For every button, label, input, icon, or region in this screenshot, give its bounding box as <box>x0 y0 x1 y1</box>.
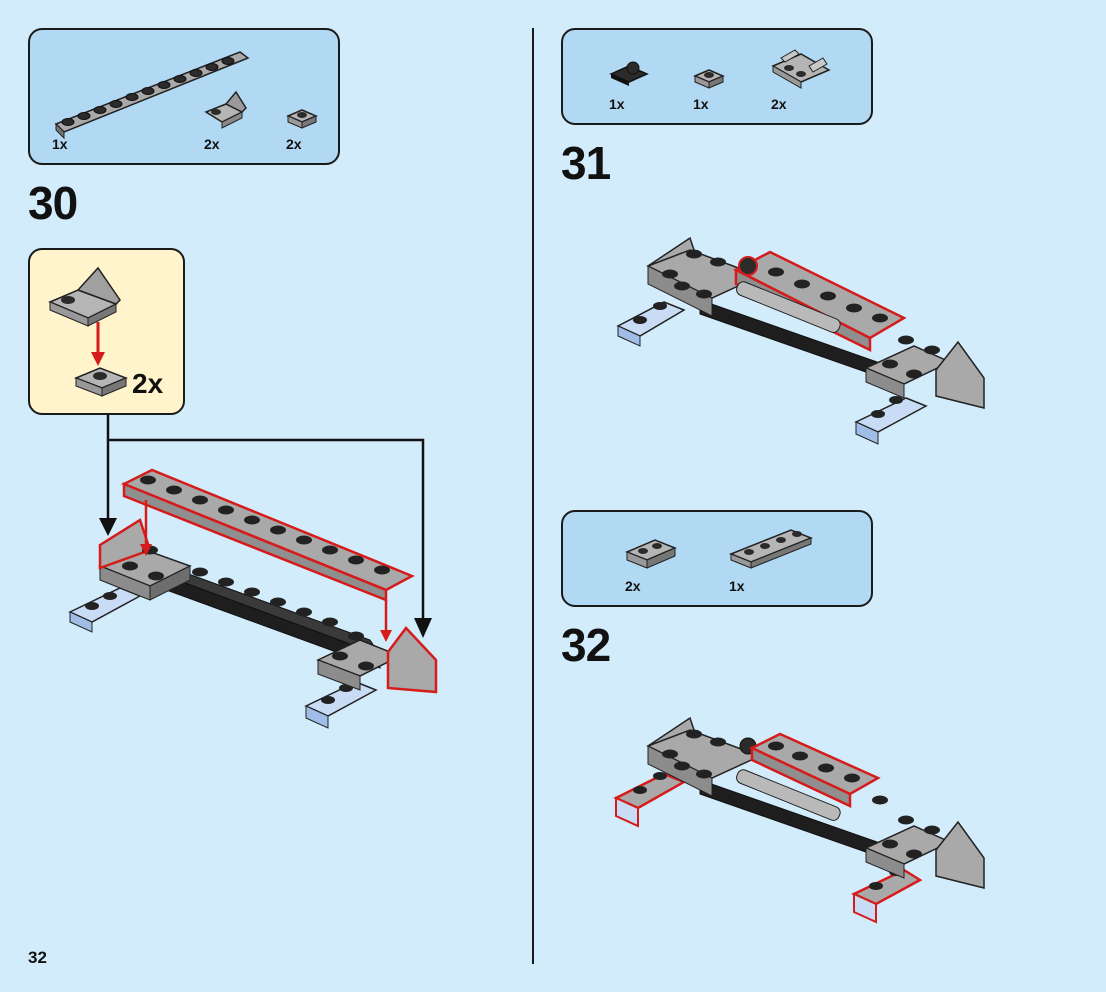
plate-1x1-icon <box>73 367 129 397</box>
slope-brick-icon <box>48 266 121 327</box>
subassembly-quantity: 2x <box>132 368 164 399</box>
plate-1x4-icon <box>728 529 814 569</box>
part-quantity: 2x <box>286 136 302 152</box>
part-quantity: 1x <box>609 96 625 112</box>
clip-plate-icon <box>609 61 649 86</box>
part-quantity: 2x <box>771 96 787 112</box>
bar-holder-plate-icon <box>771 49 831 89</box>
plate-1x1-icon <box>693 69 725 89</box>
part-quantity: 1x <box>729 578 745 594</box>
part-quantity: 1x <box>52 136 68 152</box>
step-number: 32 <box>561 619 611 671</box>
page-number: 32 <box>28 948 47 967</box>
part-quantity: 2x <box>204 136 220 152</box>
step-31-parts-panel: 1x 1x 2x <box>561 28 873 125</box>
step-number: 30 <box>28 177 78 229</box>
step-30-parts-panel: 1x 2x 2x <box>28 28 340 165</box>
subassembly-callout: 2x <box>28 248 185 415</box>
step-number: 31 <box>561 137 611 189</box>
part-quantity: 2x <box>625 578 641 594</box>
column-divider <box>532 28 534 964</box>
red-arrow <box>91 322 105 366</box>
part-quantity: 1x <box>693 96 709 112</box>
plate-1x2-icon <box>625 539 677 569</box>
long-plate-1x12-icon <box>54 51 250 140</box>
slope-brick-icon <box>204 90 247 129</box>
plate-1x1-icon <box>286 109 318 129</box>
step-32-parts-panel: 2x 1x <box>561 510 873 607</box>
